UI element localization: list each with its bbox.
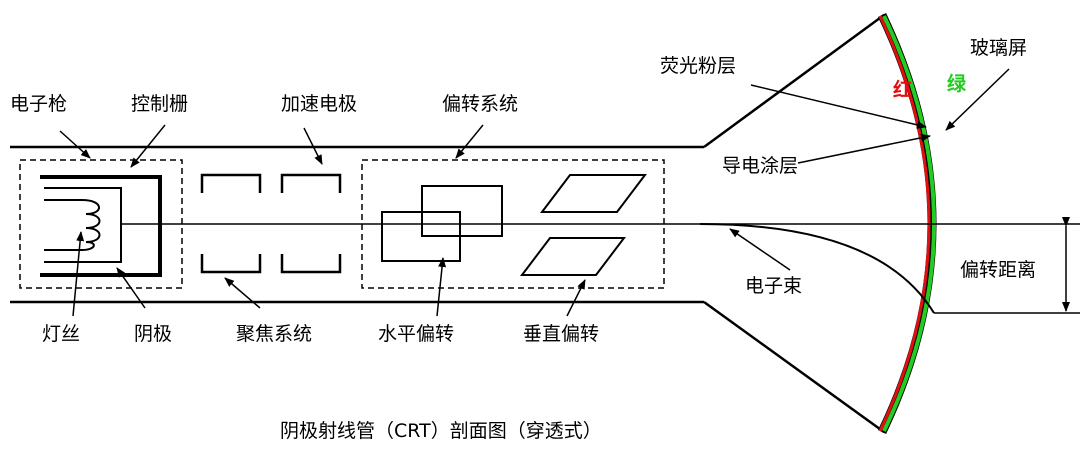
- label-filament: 灯丝: [42, 323, 80, 345]
- label-electron-gun: 电子枪: [10, 93, 67, 115]
- control-grid-shape: [40, 175, 162, 277]
- label-focus-system: 聚焦系统: [236, 323, 312, 345]
- label-glass-screen: 玻璃屏: [970, 37, 1027, 59]
- electron-beam-curve: [699, 223, 935, 314]
- label-control-grid: 控制栅: [131, 93, 188, 115]
- label-cathode: 阴极: [134, 323, 172, 345]
- horizontal-deflection-plates: [381, 185, 503, 262]
- diagram-caption: 阴极射线管（CRT）剖面图（穿透式）: [280, 420, 602, 442]
- label-electron-beam: 电子束: [745, 275, 802, 297]
- label-red: 红: [893, 78, 912, 101]
- label-accel-electrode: 加速电极: [281, 93, 357, 115]
- label-deflection-system: 偏转系统: [442, 93, 518, 115]
- deflection-system-box: [361, 159, 665, 289]
- electron-gun-box: [19, 159, 183, 289]
- label-horizontal-deflection: 水平偏转: [378, 323, 454, 345]
- label-green: 绿: [947, 72, 967, 95]
- cathode-shape: [44, 187, 122, 263]
- label-conductive-coating: 导电涂层: [722, 155, 798, 177]
- tube-outline: [10, 13, 885, 434]
- label-phosphor-layer: 荧光粉层: [660, 55, 736, 77]
- vertical-deflection-plates: [519, 174, 648, 276]
- label-vertical-deflection: 垂直偏转: [523, 323, 599, 345]
- focus-system-shapes: [200, 173, 342, 274]
- label-deflection-distance: 偏转距离: [960, 259, 1036, 281]
- deflection-distance-marker: [934, 217, 1080, 314]
- filament-coil: [44, 199, 101, 251]
- label-arrows: [59, 68, 1010, 317]
